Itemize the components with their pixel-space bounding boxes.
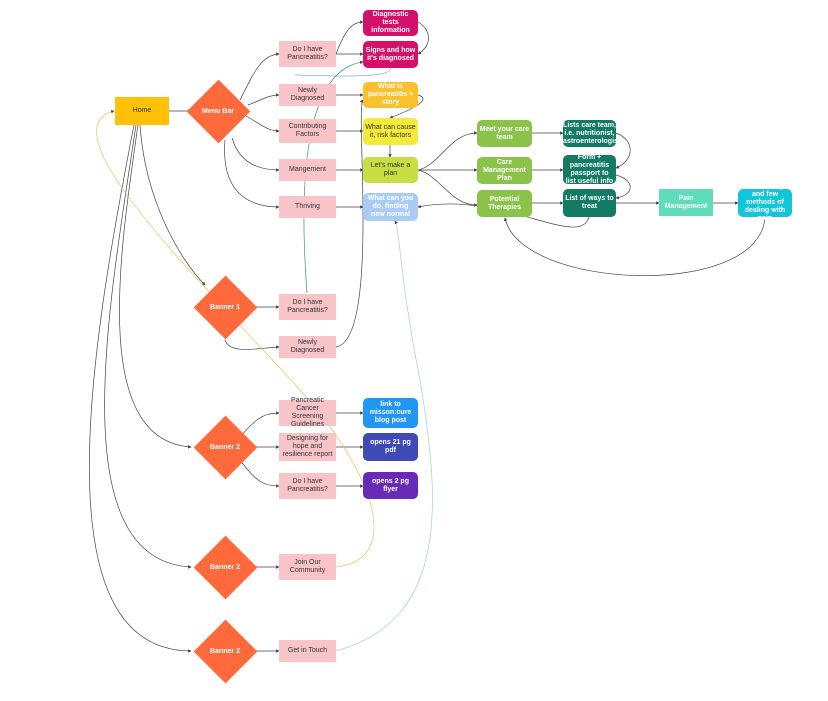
mangement-node: Mangement	[279, 159, 336, 181]
banner2a-diamond-label: Banner 2	[210, 443, 240, 451]
edge-lists-form	[615, 132, 631, 169]
designing-hope-node: Designing for hope and resilience report	[279, 433, 336, 461]
get-in-touch-node: Get in Touch	[279, 640, 336, 662]
thriving-node: Thriving	[279, 196, 336, 218]
join-community-node: Join Our Community	[279, 554, 336, 580]
opens-2-flyer-node: opens 2 pg flyer	[363, 472, 418, 499]
b1-do-i-have-node: Do I have Pancreatitis?	[279, 294, 336, 320]
what-is-pancreatitis-node: What is pancreatitis + story	[363, 82, 418, 108]
menu-bar-diamond: Menu Bar	[186, 79, 250, 143]
banner2b-diamond-label: Banner 2	[210, 563, 240, 571]
signs-diagnosed-node: Signs and how it's diagnosed	[363, 41, 418, 68]
banner2c-diamond-label: Banner 2	[210, 647, 240, 655]
edge-menu-thriv	[224, 139, 280, 209]
edge-doihave-diag	[335, 20, 364, 55]
contributing-factors-node: Contributing Factors	[279, 119, 336, 143]
describing-pain-node: Describing and few methods of dealing wi…	[738, 183, 792, 222]
home-node: Home	[115, 97, 169, 125]
do-i-have-node: Do I have Pancreatitis?	[279, 41, 336, 67]
screening-guidelines-node: Pancreatic Cancer Screening Guidelines	[279, 397, 336, 428]
edge-diag-signs	[417, 21, 429, 55]
edge-form-ways	[615, 174, 631, 200]
edge-b2-doihave	[239, 459, 280, 488]
edge-menu-newly	[247, 93, 280, 106]
edge-b1doihave-signs	[303, 60, 364, 294]
menu-bar-diamond-label: Menu Bar	[202, 107, 234, 115]
banner2a-diamond: Banner 2	[193, 415, 257, 479]
edge-touch-whatdo	[335, 220, 433, 652]
edge-plan-therapies	[417, 169, 478, 207]
edge-home-banner2b	[104, 124, 192, 569]
opens-21-pdf-node: opens 21 pg pdf	[363, 433, 418, 461]
edge-banner1-newly	[224, 339, 280, 350]
finding-new-normal-node: What can you do, finding new normal	[363, 193, 418, 221]
diagnostic-tests-node: Diagnostic tests information	[363, 10, 418, 36]
passport-form-node: Form + pancreatitis passport to list use…	[563, 154, 616, 185]
potential-therapies-node: Potential Therapies	[477, 190, 532, 217]
b2-do-i-have-node: Do I have Pancreatitis?	[279, 473, 336, 499]
edge-signs-item	[294, 67, 391, 77]
lets-make-plan-node: Let's make a plan	[363, 157, 418, 183]
edge-ways-whatdo	[417, 203, 590, 228]
pain-management-node: Pain Management	[659, 189, 713, 216]
edge-menu-doihave	[239, 52, 280, 101]
edge-menu-mang	[231, 137, 280, 172]
edge-join-home	[96, 110, 375, 568]
banner2b-diamond: Banner 2	[193, 535, 257, 599]
newly-diagnosed-node: Newly Diagnosed	[279, 84, 336, 106]
edge-home-banner1	[139, 124, 206, 286]
meet-care-team-node: Meet your care team	[477, 120, 532, 147]
ways-to-treat-node: List of ways to treat	[563, 189, 616, 217]
edge-b1newly-whatis	[335, 99, 364, 348]
banner2c-diamond: Banner 2	[193, 619, 257, 683]
banner1-diamond-label: Banner 1	[210, 303, 240, 311]
edge-home-banner2c	[89, 124, 192, 653]
banner1-diamond: Banner 1	[193, 275, 257, 339]
edge-menu-contrib	[245, 115, 280, 133]
blog-link-node: link to misson:cure blog post	[363, 398, 418, 428]
b1-newly-diagnosed-node: Newly Diagnosed	[279, 336, 336, 358]
edge-desc-therapies	[503, 216, 766, 276]
edge-plan-careteam	[417, 131, 478, 171]
lists-care-team-node: Lists care team, i.e. nutritionist, gast…	[559, 120, 620, 147]
care-management-plan-node: Care Management Plan	[477, 157, 532, 184]
edge-home-banner2a	[119, 124, 192, 449]
what-can-cause-node: What can cause it, risk factors	[363, 118, 418, 145]
